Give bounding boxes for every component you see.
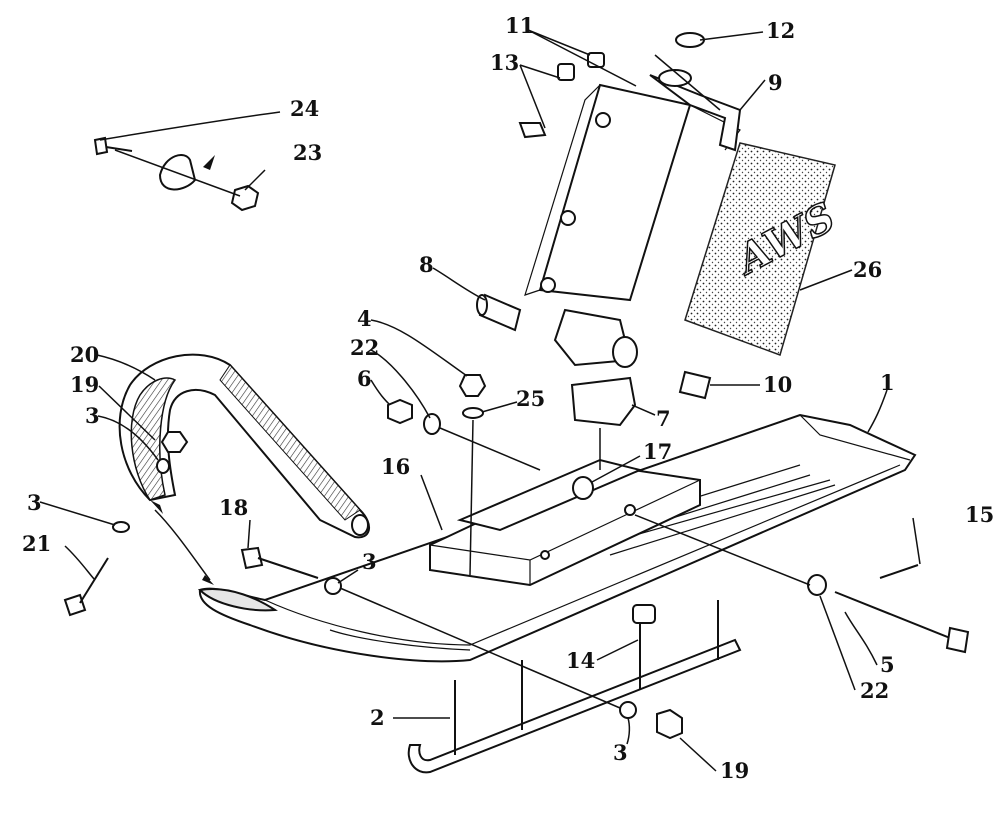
callout-12: 12 xyxy=(766,18,795,43)
callout-16: 16 xyxy=(381,454,410,479)
callout-18: 18 xyxy=(219,495,248,520)
callout-25: 25 xyxy=(516,386,545,411)
callout-9: 9 xyxy=(768,70,783,95)
callout-21: 21 xyxy=(22,531,51,556)
callout-3-c: 3 xyxy=(362,549,377,574)
callout-1: 1 xyxy=(880,370,895,395)
leader-lines xyxy=(39,29,921,772)
callout-2: 2 xyxy=(370,705,385,730)
callout-20: 20 xyxy=(70,342,99,367)
callout-6: 6 xyxy=(357,366,372,391)
callout-22-b: 22 xyxy=(860,678,889,703)
callout-3-b: 3 xyxy=(27,490,42,515)
callout-3-a: 3 xyxy=(85,403,100,428)
callout-11: 11 xyxy=(505,13,534,38)
callout-5: 5 xyxy=(880,652,895,677)
stud-part-14 xyxy=(632,604,656,624)
callout-24: 24 xyxy=(290,96,319,121)
carbide-runner xyxy=(407,600,742,774)
callout-19-a: 19 xyxy=(70,372,99,397)
callout-3-d: 3 xyxy=(613,740,628,765)
callout-23: 23 xyxy=(293,140,322,165)
callout-15: 15 xyxy=(965,502,994,527)
shock-body xyxy=(524,69,742,368)
callout-26: 26 xyxy=(853,257,882,282)
callout-14: 14 xyxy=(566,648,595,673)
callout-labels: 1 2 3 3 3 3 4 5 6 7 8 9 10 11 12 13 14 1… xyxy=(22,13,994,783)
callout-4: 4 xyxy=(357,306,372,331)
callout-10: 10 xyxy=(763,372,792,397)
callout-22-a: 22 xyxy=(350,335,379,360)
callout-13: 13 xyxy=(490,50,519,75)
callout-19-b: 19 xyxy=(720,758,749,783)
aws-decal: AWS xyxy=(684,142,844,356)
callout-7: 7 xyxy=(656,406,671,431)
callout-8: 8 xyxy=(419,252,434,277)
callout-17: 17 xyxy=(643,439,672,464)
